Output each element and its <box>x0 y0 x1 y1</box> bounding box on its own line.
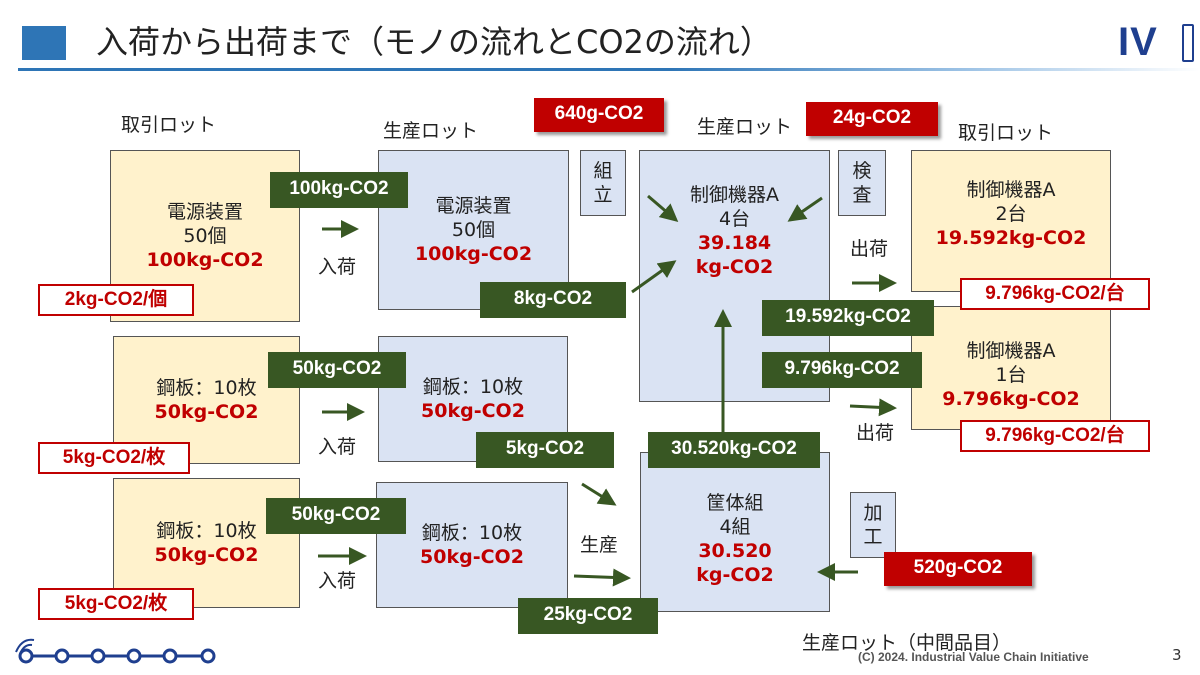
assembly-process-label: 組立 <box>593 160 613 206</box>
shipping-label-1: 出荷 <box>850 238 889 260</box>
steel-prod-2-name: 鋼板：10枚 <box>421 522 523 544</box>
controller-ship-1-name: 制御機器A <box>966 179 1056 201</box>
co2-tag-steel1-arrival: 50kg-CO2 <box>268 352 406 388</box>
steel-trade-2-co2: 50kg-CO2 <box>154 544 259 566</box>
co2-tag-steel2-arrival: 50kg-CO2 <box>266 498 406 534</box>
steel-prod-1-co2: 50kg-CO2 <box>421 400 525 422</box>
psu-prod-co2: 100kg-CO2 <box>414 243 533 265</box>
case-prod-qty: 4組 <box>719 516 751 538</box>
prod-lot-label: 生産ロット <box>383 120 479 142</box>
ivi-logo-bar <box>1182 24 1194 62</box>
steel-unit-co2-tag-1: 5kg-CO2/枚 <box>38 442 190 474</box>
arrow-steel-to-case <box>581 482 617 506</box>
co2-tag-ship-1: 19.592kg-CO2 <box>762 300 934 336</box>
title-underline <box>18 68 1200 71</box>
steel-prod-1-name: 鋼板：10枚 <box>422 376 524 398</box>
case-prod-co2-value: 30.520 <box>698 540 772 562</box>
controller-prod-name: 制御機器A <box>690 184 779 206</box>
co2-tag-ship-2: 9.796kg-CO2 <box>762 352 922 388</box>
co2-tag-psu-to-controller: 8kg-CO2 <box>480 282 626 318</box>
psu-trade-co2: 100kg-CO2 <box>146 249 264 271</box>
psu-prod-qty: 50個 <box>451 219 496 241</box>
page-title: 入荷から出荷まで（モノの流れとCO2の流れ） <box>96 23 772 61</box>
controller-ship-1-co2: 19.592kg-CO2 <box>935 227 1087 249</box>
controller-unit-co2-tag-2: 9.796kg-CO2/台 <box>960 420 1150 452</box>
controller-ship-box-1: 制御機器A 2台 19.592kg-CO2 <box>911 150 1111 292</box>
title-accent-square <box>22 26 66 60</box>
steel-trade-1-name: 鋼板：10枚 <box>156 377 257 399</box>
controller-unit-co2-tag-1: 9.796kg-CO2/台 <box>960 278 1150 310</box>
shipping-label-2: 出荷 <box>856 422 895 444</box>
arrival-label-1: 入荷 <box>318 256 357 278</box>
copyright-text: (C) 2024. Industrial Value Chain Initiat… <box>858 650 1089 664</box>
inspection-process-box: 検査 <box>838 150 886 216</box>
page-number: 3 <box>1172 646 1182 664</box>
controller-prod-co2-value: 39.184 <box>697 232 772 254</box>
psu-prod-name: 電源装置 <box>435 195 512 217</box>
production-label: 生産 <box>580 534 619 556</box>
trade-lot-label: 取引ロット <box>121 114 217 136</box>
arrow-inspection <box>787 196 823 222</box>
steel-trade-1-co2: 50kg-CO2 <box>154 401 259 423</box>
co2-tag-steel2-to-case: 25kg-CO2 <box>518 598 658 634</box>
intermediate-lot-label: 生産ロット（中間品目） <box>802 632 1012 654</box>
co2-tag-case-to-controller: 30.520kg-CO2 <box>648 432 820 468</box>
trade-lot-label-2: 取引ロット <box>958 122 1054 144</box>
case-prod-box: 筐体組 4組 30.520 kg-CO2 <box>640 452 830 612</box>
case-prod-co2-unit: kg-CO2 <box>696 564 774 586</box>
assembly-process-box: 組立 <box>580 150 626 216</box>
controller-prod-co2-unit: kg-CO2 <box>695 256 774 278</box>
controller-ship-2-name: 制御機器A <box>966 340 1056 362</box>
processing-co2-tag: 520g-CO2 <box>884 552 1032 586</box>
steel-trade-2-name: 鋼板：10枚 <box>156 520 257 542</box>
co2-tag-steel-to-case: 5kg-CO2 <box>476 432 614 468</box>
inspection-process-label: 検査 <box>852 160 872 206</box>
co2-tag-psu-arrival: 100kg-CO2 <box>270 172 408 208</box>
controller-ship-2-co2: 9.796kg-CO2 <box>942 388 1080 410</box>
steel-prod-box-2: 鋼板：10枚 50kg-CO2 <box>376 482 568 608</box>
psu-trade-qty: 50個 <box>183 225 227 247</box>
psu-unit-co2-tag: 2kg-CO2/個 <box>38 284 194 316</box>
processing-process-label: 加工 <box>863 502 883 548</box>
value-chain-icon <box>15 638 216 664</box>
psu-trade-name: 電源装置 <box>166 201 243 223</box>
assembly-co2-tag: 640g-CO2 <box>534 98 664 132</box>
arrival-label-3: 入荷 <box>318 570 357 592</box>
case-prod-name: 筐体組 <box>706 492 764 514</box>
inspection-co2-tag: 24g-CO2 <box>806 102 938 136</box>
arrow-ship-2 <box>849 398 897 417</box>
controller-ship-1-qty: 2台 <box>995 203 1027 225</box>
controller-prod-qty: 4台 <box>718 208 751 230</box>
arrival-label-2: 入荷 <box>318 436 357 458</box>
ivi-logo: IV <box>1118 20 1158 64</box>
controller-ship-box-2: 制御機器A 1台 9.796kg-CO2 <box>911 306 1111 430</box>
arrow-production <box>573 568 631 587</box>
controller-ship-2-qty: 1台 <box>995 364 1027 386</box>
steel-unit-co2-tag-2: 5kg-CO2/枚 <box>38 588 194 620</box>
prod-lot-label-2: 生産ロット <box>697 116 793 138</box>
arrow-psu-to-controller <box>631 260 677 294</box>
processing-process-box: 加工 <box>850 492 896 558</box>
steel-prod-2-co2: 50kg-CO2 <box>420 546 524 568</box>
arrow-assembly <box>647 194 679 222</box>
